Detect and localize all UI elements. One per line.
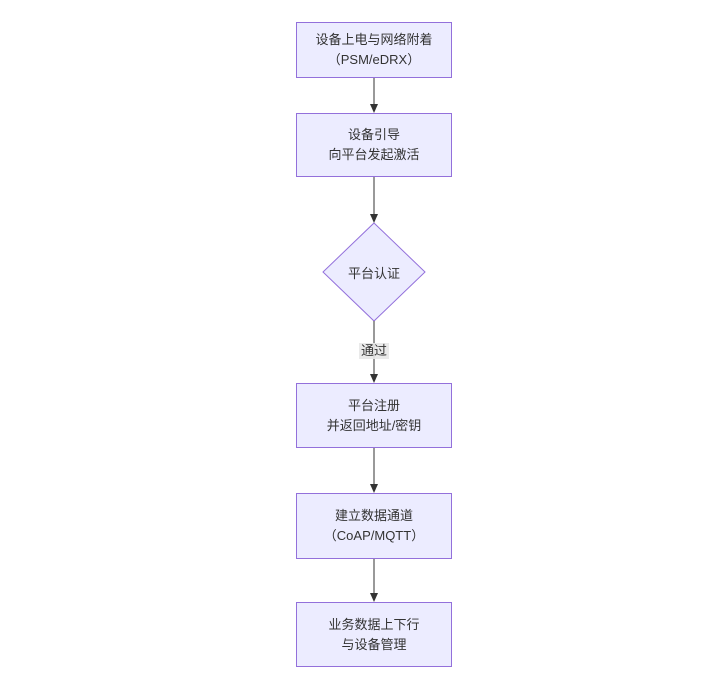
node-power-network-attach-line2: （PSM/eDRX）	[327, 52, 421, 67]
node-device-bootstrap-line1: 设备引导	[347, 127, 400, 142]
node-business-data: 业务数据上下行 与设备管理	[296, 602, 452, 667]
node-data-channel: 建立数据通道 （CoAP/MQTT）	[296, 493, 452, 559]
node-power-network-attach-line1: 设备上电与网络附着	[315, 32, 433, 47]
node-device-bootstrap: 设备引导 向平台发起激活	[296, 113, 452, 177]
decision-platform-auth: 平台认证	[314, 259, 434, 285]
node-business-data-line1: 业务数据上下行	[328, 616, 420, 632]
decision-platform-auth-label: 平台认证	[347, 265, 400, 281]
node-platform-register-line1: 平台注册	[347, 397, 400, 413]
node-platform-register: 平台注册 并返回地址/密钥	[296, 383, 452, 448]
node-device-bootstrap-line2: 向平台发起激活	[328, 147, 420, 162]
node-data-channel-line1: 建立数据通道	[334, 508, 413, 523]
node-power-network-attach: 设备上电与网络附着 （PSM/eDRX）	[296, 22, 452, 78]
node-platform-register-line2: 并返回地址/密钥	[326, 417, 422, 433]
node-business-data-line2: 与设备管理	[341, 636, 407, 652]
node-data-channel-line2: （CoAP/MQTT）	[323, 528, 425, 543]
edge-label-pass: 通过	[358, 343, 390, 359]
